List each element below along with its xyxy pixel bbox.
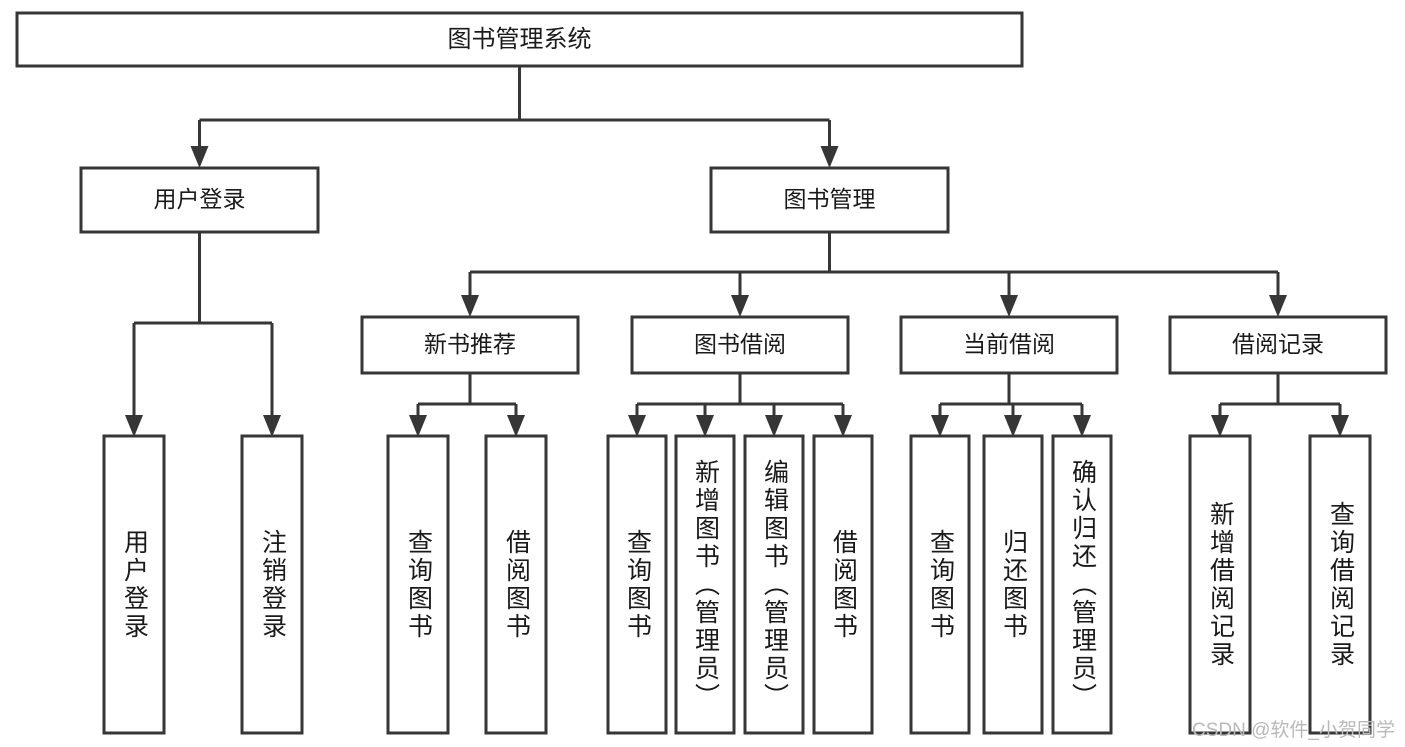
node-leaf-user-login[interactable] (102, 434, 166, 735)
node-book-borrow-box[interactable] (630, 315, 850, 375)
node-leaf-confirm-return-box[interactable] (1051, 434, 1113, 735)
arrow-head-icon-user-login (190, 146, 209, 168)
node-leaf-query-book-1-box[interactable] (386, 434, 450, 735)
node-book-borrow-label: 图书借阅 (694, 331, 786, 357)
node-leaf-borrow-book-1-box[interactable] (484, 434, 548, 735)
node-leaf-query-book-3[interactable] (909, 434, 971, 735)
node-book-manage[interactable]: 图书管理 (709, 166, 950, 234)
arrow-head-icon-current-borrow (1000, 295, 1018, 317)
node-leaf-confirm-return[interactable] (1051, 434, 1113, 735)
node-user-login-label: 用户登录 (154, 186, 246, 212)
arrow-head-icon-leaf-borrow-book-2 (834, 415, 852, 437)
node-leaf-add-book[interactable] (674, 434, 736, 735)
node-borrow-record-label: 借阅记录 (1232, 331, 1324, 357)
node-leaf-edit-book[interactable] (743, 434, 805, 735)
node-borrow-record[interactable]: 借阅记录 (1168, 315, 1388, 375)
arrow-head-icon-leaf-confirm-return (1073, 415, 1091, 437)
node-leaf-borrow-book-2-box[interactable] (812, 434, 874, 735)
node-leaf-user-logout[interactable] (240, 434, 304, 735)
node-leaf-return-book-box[interactable] (982, 434, 1044, 735)
arrow-head-icon-book-borrow (731, 295, 749, 317)
arrow-head-icon-leaf-user-logout (263, 415, 281, 437)
node-leaf-query-record[interactable] (1308, 434, 1372, 735)
node-leaf-query-record-box[interactable] (1308, 434, 1372, 735)
edges-layer (125, 66, 1349, 437)
arrow-head-icon-leaf-return-book (1004, 415, 1022, 437)
node-current-borrow[interactable]: 当前借阅 (899, 315, 1119, 375)
node-current-borrow-box[interactable] (899, 315, 1119, 375)
node-root-label: 图书管理系统 (448, 26, 592, 53)
arrow-head-icon-leaf-add-book (696, 415, 714, 437)
arrow-head-icon-leaf-user-login (125, 415, 143, 437)
arrow-head-icon-book-manage (820, 146, 839, 168)
node-root[interactable]: 图书管理系统 (15, 11, 1024, 68)
node-leaf-add-book-box[interactable] (674, 434, 736, 735)
node-leaf-add-record-box[interactable] (1188, 434, 1252, 735)
node-root-box[interactable] (15, 11, 1024, 68)
arrow-head-icon-leaf-query-book-2 (628, 415, 646, 437)
node-user-login[interactable]: 用户登录 (79, 166, 320, 234)
node-leaf-query-book-1[interactable] (386, 434, 450, 735)
node-leaf-query-book-2[interactable] (606, 434, 668, 735)
arrow-head-icon-leaf-edit-book (765, 415, 783, 437)
arrow-head-icon-leaf-query-book-3 (931, 415, 949, 437)
arrow-head-icon-leaf-query-record (1331, 415, 1349, 437)
arrow-head-icon-leaf-add-record (1211, 415, 1229, 437)
node-new-book-recommend-label: 新书推荐 (424, 331, 516, 357)
node-leaf-borrow-book-2[interactable] (812, 434, 874, 735)
node-leaf-edit-book-box[interactable] (743, 434, 805, 735)
arrow-head-icon-new-book-recommend (461, 295, 479, 317)
csdn-watermark: CSDN @软件_小贺同学 (1192, 720, 1395, 741)
arrow-head-icon-leaf-borrow-book-1 (507, 415, 525, 437)
node-leaf-user-login-box[interactable] (102, 434, 166, 735)
node-leaf-query-book-2-box[interactable] (606, 434, 668, 735)
node-new-book-recommend[interactable]: 新书推荐 (360, 315, 580, 375)
node-new-book-recommend-box[interactable] (360, 315, 580, 375)
arrow-head-icon-borrow-record (1269, 295, 1287, 317)
node-book-borrow[interactable]: 图书借阅 (630, 315, 850, 375)
node-leaf-query-book-3-box[interactable] (909, 434, 971, 735)
node-leaf-add-record[interactable] (1188, 434, 1252, 735)
arrow-head-icon-leaf-query-book-1 (409, 415, 427, 437)
node-current-borrow-label: 当前借阅 (963, 331, 1055, 357)
node-book-manage-box[interactable] (709, 166, 950, 234)
node-leaf-return-book[interactable] (982, 434, 1044, 735)
node-leaf-borrow-book-1[interactable] (484, 434, 548, 735)
node-leaf-user-logout-box[interactable] (240, 434, 304, 735)
node-user-login-box[interactable] (79, 166, 320, 234)
node-book-manage-label: 图书管理 (784, 186, 876, 212)
node-borrow-record-box[interactable] (1168, 315, 1388, 375)
